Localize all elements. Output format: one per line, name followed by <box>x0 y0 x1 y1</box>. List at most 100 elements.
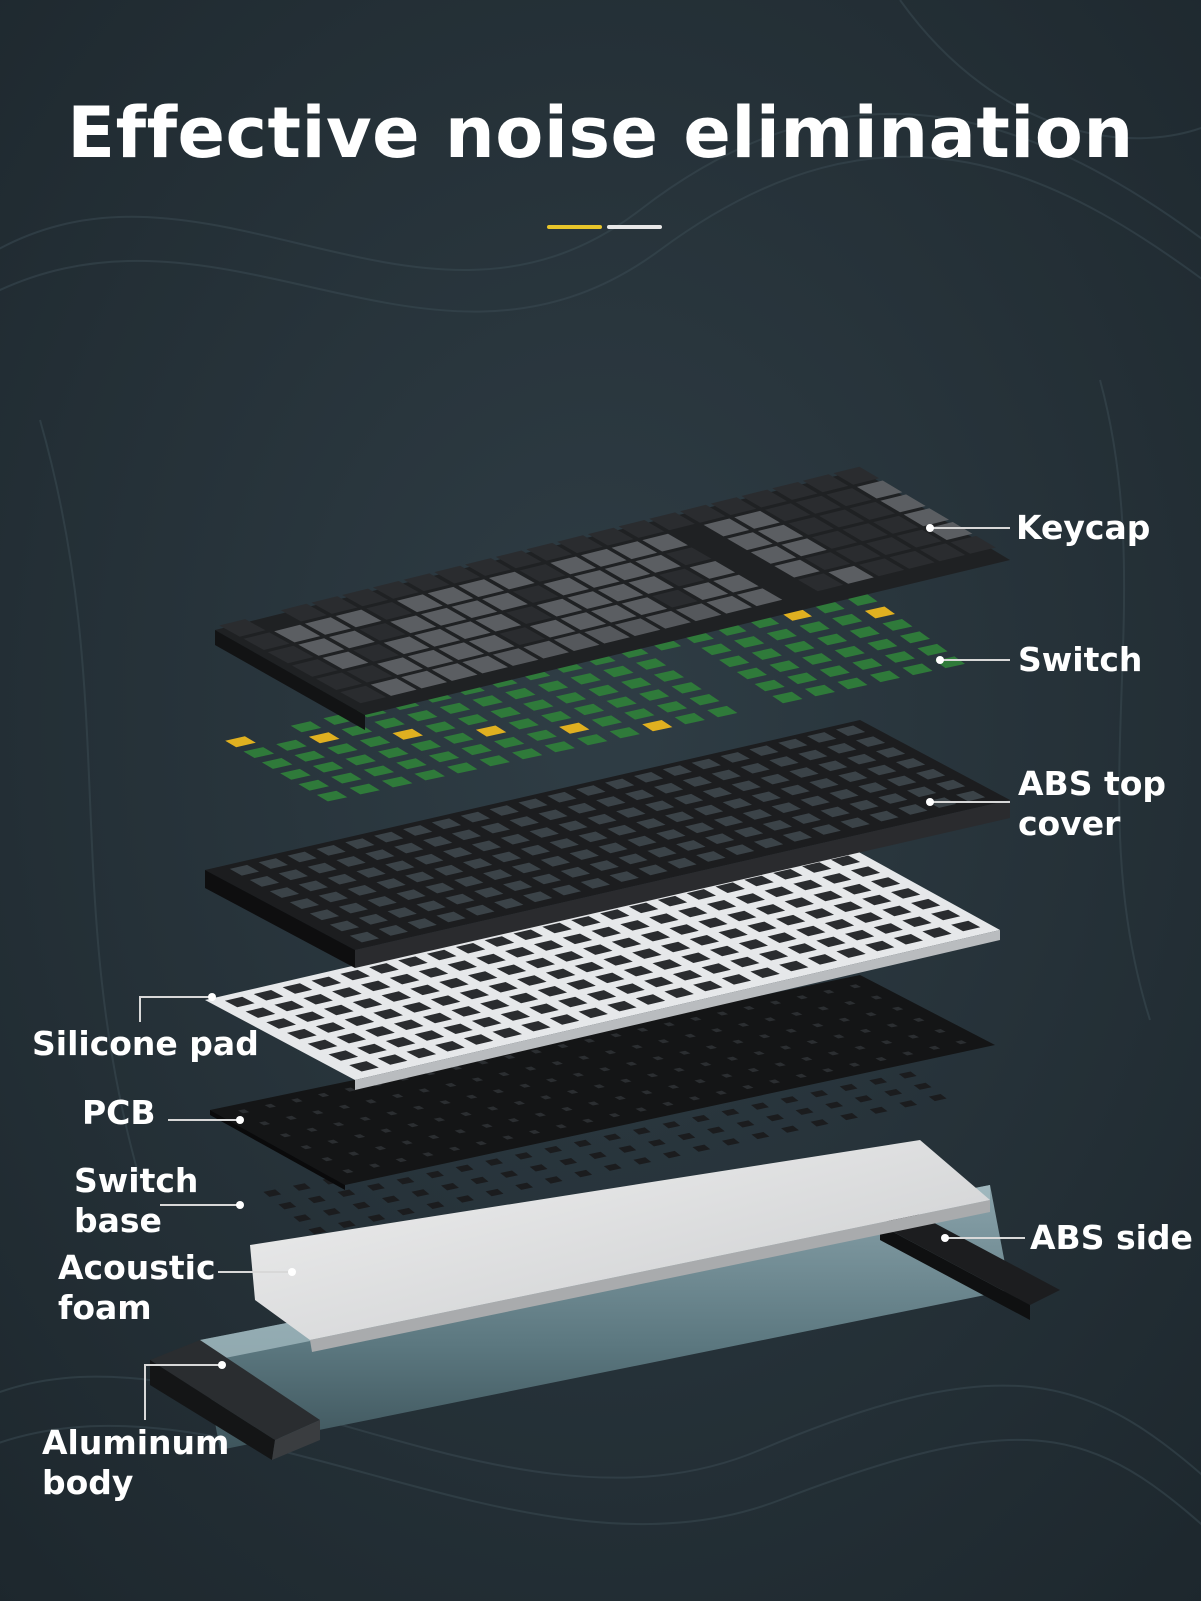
keycap <box>519 564 566 582</box>
pcb-hole <box>620 1078 632 1083</box>
pcb-hole <box>737 1022 750 1027</box>
pcb-hole <box>395 1157 407 1163</box>
switch <box>902 663 933 676</box>
silicone-hole <box>845 929 875 941</box>
cover-hole <box>713 815 744 827</box>
switch <box>864 606 895 619</box>
keycap <box>512 585 559 603</box>
pcb-hole <box>870 995 883 1000</box>
cover-hole <box>374 831 404 843</box>
switch <box>494 736 525 748</box>
cover-hole <box>616 807 646 818</box>
silicone-hole <box>352 998 383 1009</box>
keycap <box>280 603 327 622</box>
keycap <box>427 586 474 605</box>
switch-base <box>839 1083 858 1091</box>
pcb-hole <box>300 1145 312 1150</box>
cover-hole <box>855 736 886 747</box>
silicone-hole <box>664 987 694 998</box>
silicone-hole <box>357 1043 387 1055</box>
switch-base <box>692 1115 710 1123</box>
silicone-hole <box>701 963 731 974</box>
pcb-hole <box>551 1061 563 1066</box>
silicone-hole <box>715 882 745 893</box>
silicone-hole <box>488 982 518 993</box>
leader-silicone-pad <box>139 996 212 1022</box>
silicone-hole <box>496 964 527 975</box>
cover-hole <box>538 809 568 821</box>
keycap <box>550 556 596 575</box>
pcb-hole <box>528 1129 541 1134</box>
cover-hole <box>705 833 735 844</box>
switch-base <box>795 1107 814 1115</box>
pcb-hole <box>785 1028 797 1033</box>
silicone-hole <box>853 912 883 923</box>
silicone-hole <box>850 866 881 877</box>
pcb-hole <box>886 1023 898 1028</box>
keycap <box>604 562 651 581</box>
switch <box>243 747 275 758</box>
switch-base <box>781 1125 799 1133</box>
pcb-hole <box>715 1090 727 1095</box>
keycap <box>506 606 552 624</box>
switch <box>555 692 587 704</box>
switch-base <box>278 1201 297 1210</box>
switch <box>834 645 865 658</box>
cover-hole <box>751 791 781 802</box>
switch <box>523 699 554 711</box>
silicone-hole <box>266 1018 296 1029</box>
keycap <box>736 588 783 607</box>
pcb-hole <box>492 1089 504 1094</box>
cover-hole <box>662 765 692 776</box>
cover-hole <box>858 782 888 793</box>
silicone-hole <box>644 976 674 988</box>
switch <box>381 776 413 788</box>
keycap <box>438 642 485 660</box>
switch-base <box>397 1207 415 1216</box>
cover-hole <box>580 878 610 889</box>
pcb-hole <box>663 1022 675 1027</box>
leader-aluminum-body <box>144 1364 222 1420</box>
cover-hole <box>935 779 966 791</box>
silicone-hole <box>414 1030 445 1041</box>
pcb-hole <box>690 1016 702 1021</box>
pcb-hole <box>561 1107 573 1112</box>
cover-hole <box>405 871 435 883</box>
keycap <box>680 504 726 523</box>
silicone-hole <box>245 1007 276 1018</box>
switch <box>414 769 445 781</box>
silicone-hole <box>681 952 711 963</box>
silicone-hole <box>689 935 720 946</box>
pcb-hole <box>540 1095 552 1100</box>
cover-hole <box>778 738 808 750</box>
cover-hole <box>753 837 784 849</box>
pcb-hole <box>678 1050 691 1055</box>
switch <box>804 684 835 697</box>
cover-hole <box>511 862 542 874</box>
cover-hole <box>898 804 928 815</box>
pcb-hole <box>391 1093 404 1098</box>
switch-base <box>455 1164 474 1172</box>
pcb-hole <box>466 1094 478 1099</box>
switch-base <box>854 1095 873 1103</box>
pcb-hole <box>368 1163 381 1168</box>
switch <box>425 721 456 733</box>
switch-base <box>825 1101 843 1109</box>
cover-hole <box>609 871 639 882</box>
cover-hole <box>549 838 579 849</box>
cover-hole <box>596 796 626 807</box>
silicone-hole <box>253 990 284 1001</box>
pcb-hole <box>848 1062 861 1067</box>
silicone-hole <box>406 1047 437 1059</box>
silicone-hole <box>549 1014 580 1025</box>
keycap <box>403 573 450 592</box>
cover-hole <box>358 913 388 925</box>
keycap <box>420 607 467 626</box>
keycap <box>567 591 613 609</box>
silicone-hole <box>521 1021 551 1032</box>
pcb-hole <box>433 1117 446 1122</box>
cover-hole <box>356 867 386 878</box>
pcb-hole <box>721 1073 733 1078</box>
silicone-hole <box>574 961 605 973</box>
switch <box>327 743 358 755</box>
